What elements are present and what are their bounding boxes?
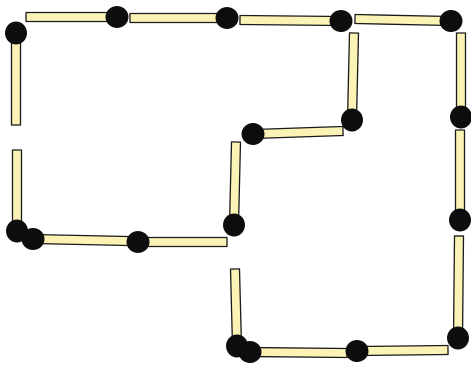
matchstick-body [137,236,228,248]
matchstick-right-3 [446,235,470,350]
matchsticks [5,6,471,364]
matchstick-body [454,129,466,221]
matchstick-inner-2 [225,268,249,358]
matchstick-head [340,108,364,132]
matchstick-body [228,141,242,226]
matchstick-head [5,21,27,45]
matchstick-body [346,32,360,121]
matchstick-body [455,32,467,118]
matchstick-body [229,268,243,347]
matchstick-body [356,344,449,357]
matchstick-body [249,346,348,359]
matchstick-left-1 [5,21,27,126]
matchstick-body [354,13,452,27]
matchstick-notch-1 [340,32,364,132]
matchstick-right-2 [449,129,471,232]
matchstick-right-1 [450,32,471,129]
matchstick-head [446,326,470,350]
matchstick-notch-2 [241,122,344,146]
matchstick-body [239,14,342,27]
matchstick-top-4 [354,9,463,33]
matchstick-head [21,227,45,251]
matchstick-head [105,6,129,28]
matchstick-base-2 [345,339,449,363]
matchstick-left-2 [6,149,28,243]
matchstick-top-3 [239,9,353,33]
matchstick-head [345,339,369,363]
matchstick-head [449,208,471,232]
matchstick-bottom-2 [126,231,228,253]
matchstick-head [439,9,463,33]
matchstick-body [129,12,228,24]
matchstick-head [238,340,262,364]
matchstick-head [450,105,471,129]
matchstick-head [241,122,265,146]
matchstick-body [32,233,129,247]
matchstick-body [11,149,23,232]
matchstick-body [10,32,22,126]
matchstick-body [25,11,118,23]
matchstick-base-1 [238,340,348,364]
matchstick-inner-1 [222,141,246,237]
matchstick-head [222,213,246,237]
matchstick-body [452,235,465,339]
matchstick-head [329,9,353,33]
matchstick-top-1 [25,6,129,28]
matchstick-head [215,7,239,29]
matchstick-head [126,231,150,253]
matchstick-top-2 [129,7,239,29]
